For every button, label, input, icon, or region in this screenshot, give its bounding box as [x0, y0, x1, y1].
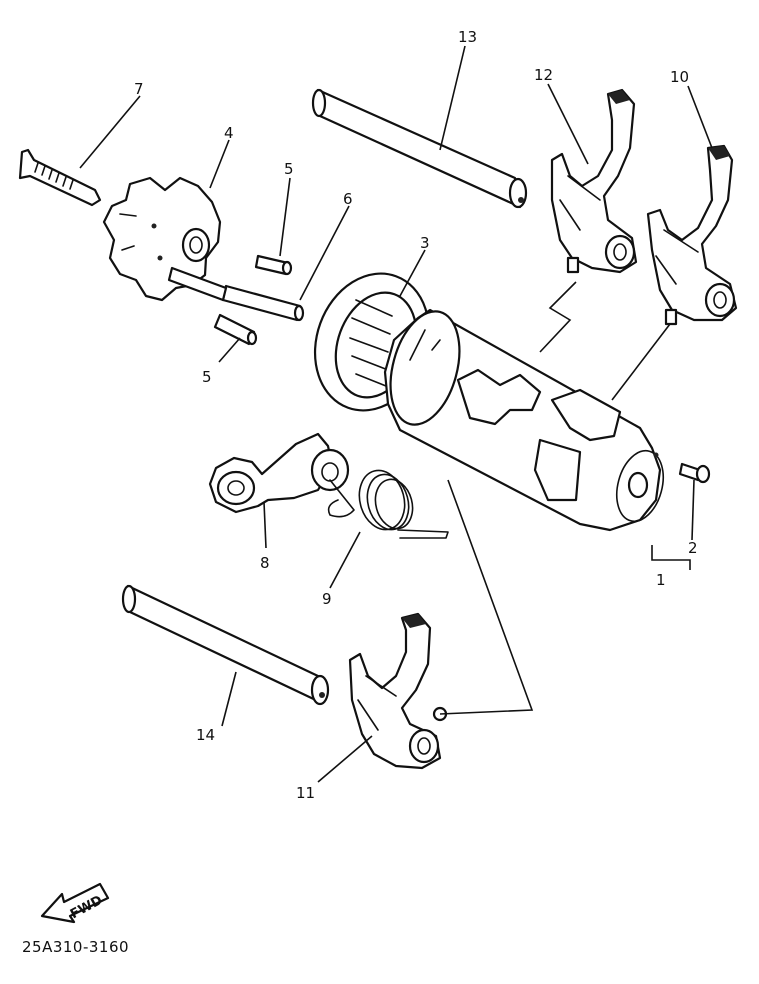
- part-5-pin-upper: [254, 254, 293, 276]
- part-5-pin-lower: [213, 313, 258, 346]
- part-12-shift-fork: [550, 88, 638, 274]
- part-2-drum-pin: [678, 462, 711, 484]
- part-13-shift-fork-shaft: [311, 88, 528, 209]
- part-11-shift-fork: [348, 612, 448, 770]
- part-8-stopper-lever: [208, 432, 350, 514]
- callout-8: 8: [260, 554, 270, 572]
- callout-5-lower: 5: [202, 368, 212, 386]
- part-1-shift-drum: [383, 308, 665, 532]
- diagram-code: 25A310-3160: [22, 938, 129, 956]
- part-9-torsion-spring: [327, 469, 449, 539]
- part-10-shift-fork: [646, 144, 738, 326]
- part-14-shift-fork-shaft: [121, 584, 330, 706]
- callout-10: 10: [670, 68, 689, 86]
- callout-7: 7: [134, 80, 144, 98]
- callout-14: 14: [196, 726, 215, 744]
- callout-12: 12: [534, 66, 553, 84]
- callout-5-upper: 5: [284, 160, 294, 178]
- callout-9: 9: [322, 590, 332, 608]
- callout-11: 11: [296, 784, 315, 802]
- callout-2: 2: [688, 539, 698, 557]
- callout-3: 3: [420, 234, 430, 252]
- callout-13: 13: [458, 28, 477, 46]
- part-6-pin-long: [167, 266, 305, 322]
- callout-4: 4: [224, 124, 234, 142]
- callout-1: 1: [656, 571, 666, 589]
- leader-lines: [79, 45, 713, 783]
- callout-labels: 1 2 3 4 5 5 6 7 8 9 10 11 12 13 14: [134, 28, 698, 802]
- part-7-screw: [18, 148, 102, 207]
- callout-6: 6: [343, 190, 353, 208]
- fwd-arrow-icon: FWD: [40, 882, 110, 924]
